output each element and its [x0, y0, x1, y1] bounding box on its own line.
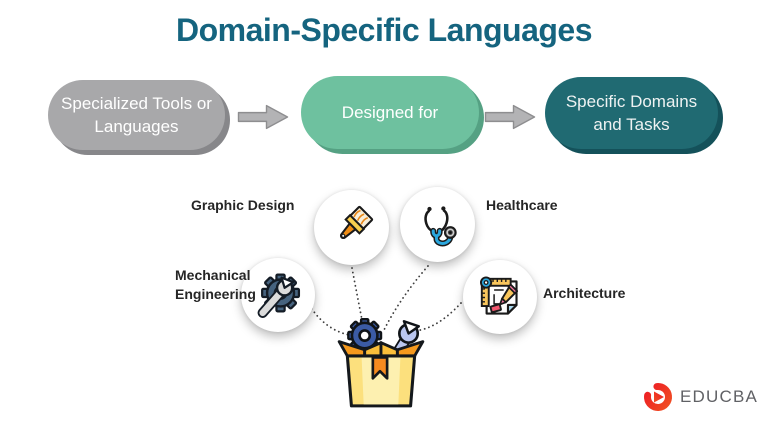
paintbrush-icon — [339, 205, 374, 240]
toolbox-icon — [337, 317, 425, 408]
flow-step-label: Specific Domains and Tasks — [565, 92, 698, 134]
educba-logo-text: EDUCBA — [680, 387, 759, 406]
domain-label-mechanical-engineering: Mechanical Engineering — [175, 267, 256, 302]
gear-wrench-icon — [257, 272, 300, 318]
domain-label-healthcare: Healthcare — [486, 197, 558, 213]
educba-logo: EDUCBA — [642, 379, 758, 415]
flow-step-label: Specialized Tools or Languages — [61, 94, 212, 136]
stethoscope-icon — [424, 206, 457, 247]
flow-step-label: Designed for — [341, 103, 439, 122]
flow-step-specialized-tools: Specialized Tools or Languages — [48, 80, 225, 150]
page-title: Domain-Specific Languages — [175, 12, 593, 48]
mechanical-engineering-circle — [241, 258, 315, 332]
flow-step-designed-for: Designed for — [301, 76, 479, 149]
right-arrow-icon — [484, 104, 536, 130]
graphic-design-circle — [314, 190, 389, 265]
architecture-circle — [463, 260, 537, 334]
domain-label-graphic-design: Graphic Design — [191, 197, 295, 213]
blueprint-icon — [479, 275, 518, 315]
domain-label-architecture: Architecture — [543, 285, 626, 301]
healthcare-circle — [400, 187, 475, 262]
flow-step-specific-domains: Specific Domains and Tasks — [545, 77, 718, 149]
educba-logo-icon — [644, 383, 672, 411]
right-arrow-icon — [237, 104, 289, 130]
